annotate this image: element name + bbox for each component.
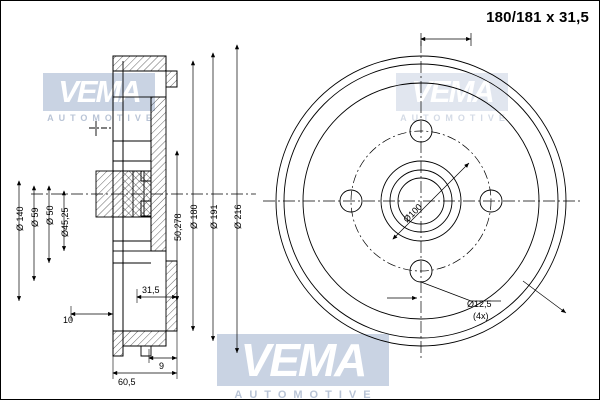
dimension-lines-left bbox=[16, 44, 240, 379]
dim-label-10: 10 bbox=[63, 315, 73, 325]
dimension-labels-left: Ø 140 Ø 59 Ø 50 Ø45,25 50,278 Ø 180 Ø 19… bbox=[15, 204, 243, 387]
dim-label-605: 60,5 bbox=[118, 377, 136, 387]
dim-label-d100: Ø100 bbox=[401, 202, 424, 225]
dimension-lines-right bbox=[387, 33, 567, 314]
dim-label-50278: 50,278 bbox=[173, 213, 183, 241]
dim-label-d125: Ø12,5 bbox=[467, 299, 492, 309]
dim-label-9: 9 bbox=[159, 361, 164, 371]
dim-label-315: 31,5 bbox=[142, 285, 160, 295]
front-view bbox=[263, 41, 581, 361]
page-title: 180/181 x 31,5 bbox=[486, 9, 589, 26]
dim-label-d4525: Ø45,25 bbox=[60, 207, 70, 237]
dim-label-4x: (4x) bbox=[473, 311, 489, 321]
dim-label-d140: Ø 140 bbox=[15, 206, 25, 231]
dim-label-d59: Ø 59 bbox=[30, 207, 40, 227]
dim-label-d50: Ø 50 bbox=[45, 205, 55, 225]
dim-label-d216: Ø 216 bbox=[233, 204, 243, 229]
dim-label-d180: Ø 180 bbox=[189, 204, 199, 229]
section-view bbox=[31, 55, 256, 357]
dim-label-d191: Ø 191 bbox=[209, 204, 219, 229]
